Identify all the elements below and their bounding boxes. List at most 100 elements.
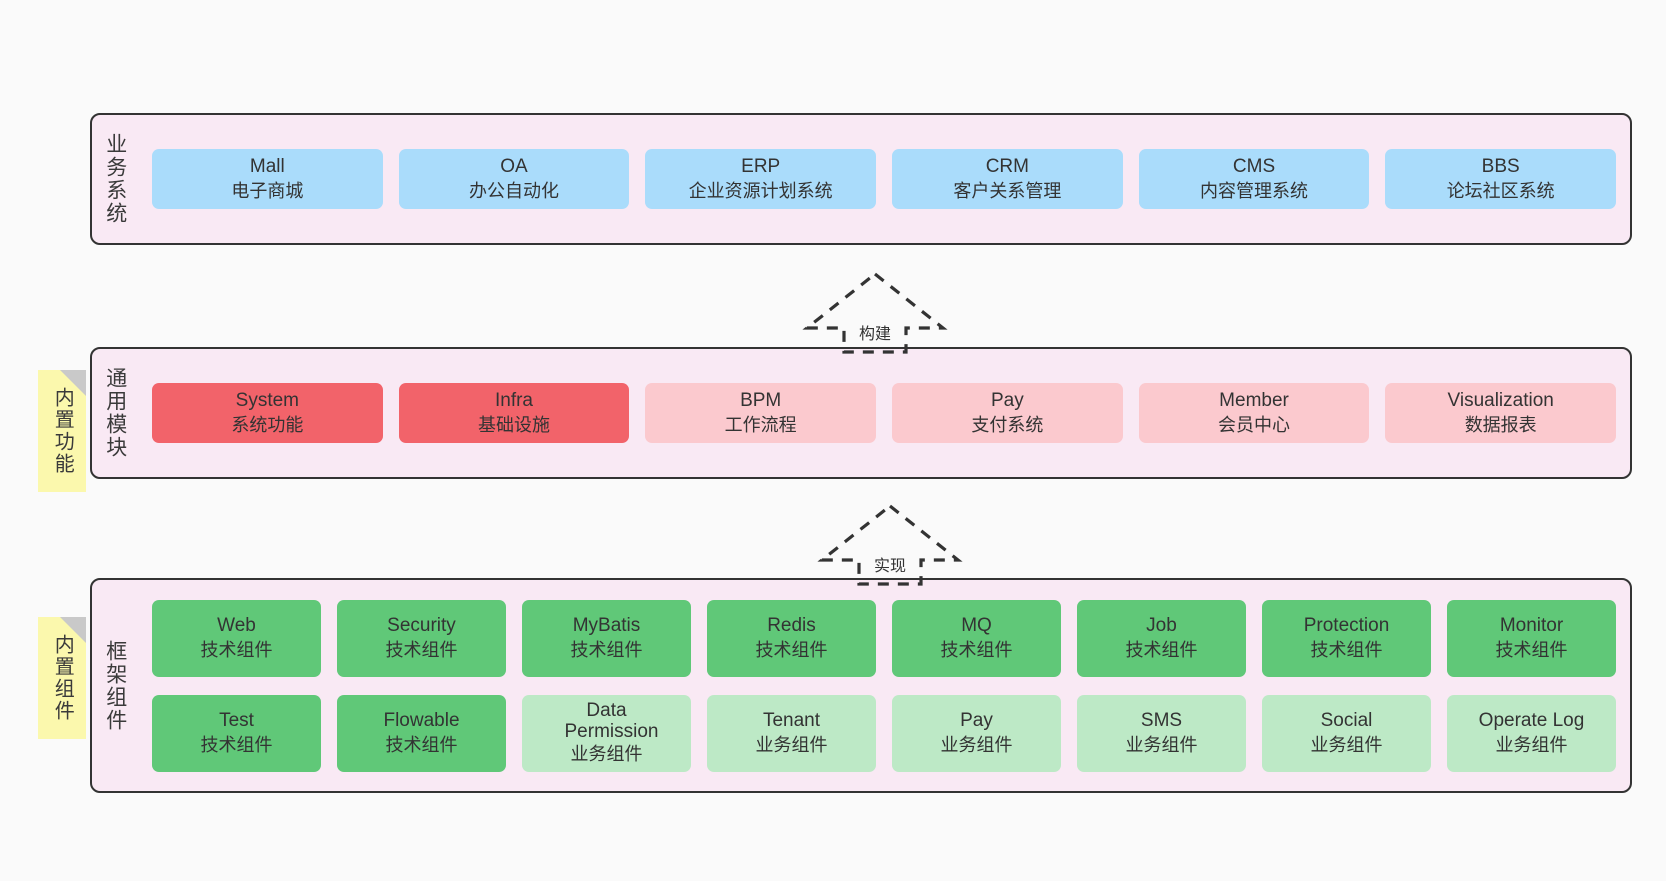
card-subtitle: 会员中心: [1218, 414, 1291, 435]
layer-body-business-systems: Mall 电子商城 OA 办公自动化 ERP 企业资源计划系统 CRM 客户关系…: [138, 115, 1630, 243]
card-subtitle: 技术组件: [570, 639, 643, 660]
card-subtitle: 技术组件: [385, 734, 458, 755]
card-crm[interactable]: CRM 客户关系管理: [892, 149, 1123, 209]
card-operate-log[interactable]: Operate Log 业务组件: [1447, 694, 1616, 772]
card-subtitle: 支付系统: [971, 414, 1044, 435]
card-web[interactable]: Web 技术组件: [152, 599, 321, 677]
card-title: CMS: [1232, 156, 1276, 178]
card-title: Flowable: [383, 710, 460, 732]
card-monitor[interactable]: Monitor 技术组件: [1447, 599, 1616, 677]
card-oa[interactable]: OA 办公自动化: [398, 149, 630, 209]
card-bpm[interactable]: BPM 工作流程: [645, 383, 877, 443]
card-social[interactable]: Social 业务组件: [1262, 694, 1431, 772]
card-cms[interactable]: CMS 内容管理系统: [1138, 149, 1370, 209]
card-subtitle: 技术组件: [940, 639, 1013, 660]
card-row: System 系统功能 Infra 基础设施 BPM 工作流程 Pay 支付系统…: [152, 383, 1617, 443]
connector-build-label: 构建: [858, 326, 892, 343]
card-subtitle: 客户关系管理: [953, 180, 1062, 201]
card-protection[interactable]: Protection 技术组件: [1262, 599, 1431, 677]
card-title: Monitor: [1499, 615, 1564, 637]
card-title: System: [235, 390, 300, 412]
card-subtitle: 企业资源计划系统: [688, 180, 833, 201]
card-job[interactable]: Job 技术组件: [1077, 599, 1246, 677]
folded-corner-icon: [60, 370, 86, 396]
sticky-note-label: 内置功能: [51, 387, 74, 475]
layer-business-systems: 业务系统 Mall 电子商城 OA 办公自动化 ERP 企业资源计划系统 CRM…: [90, 113, 1632, 245]
card-test[interactable]: Test 技术组件: [152, 694, 321, 772]
card-visualization[interactable]: Visualization 数据报表: [1385, 383, 1617, 443]
card-title: Test: [219, 710, 254, 732]
card-title: Redis: [767, 615, 816, 637]
card-subtitle: 业务组件: [1310, 734, 1383, 755]
card-data-permission[interactable]: Data Permission 业务组件: [522, 694, 691, 772]
card-title: ERP: [741, 156, 781, 178]
layer-framework-components: 框架组件 Web 技术组件 Security 技术组件 MyBatis 技术组件…: [90, 578, 1632, 793]
card-subtitle: 办公自动化: [469, 180, 559, 201]
card-pay[interactable]: Pay 支付系统: [892, 383, 1123, 443]
card-title: Operate Log: [1478, 710, 1585, 732]
card-flowable[interactable]: Flowable 技术组件: [337, 694, 506, 772]
card-mall[interactable]: Mall 电子商城: [152, 149, 383, 209]
folded-corner-icon: [60, 617, 86, 643]
card-subtitle: 技术组件: [755, 639, 828, 660]
sticky-note-label: 内置组件: [51, 634, 74, 722]
card-system[interactable]: System 系统功能: [152, 383, 383, 443]
card-title: Pay: [960, 710, 993, 732]
card-title: Social: [1320, 710, 1373, 732]
layer-body-framework-components: Web 技术组件 Security 技术组件 MyBatis 技术组件 Redi…: [138, 580, 1630, 791]
card-subtitle: 数据报表: [1464, 414, 1537, 435]
card-title: Security: [387, 615, 456, 637]
sticky-note-builtin-features: 内置功能: [38, 370, 86, 492]
card-bbs[interactable]: BBS 论坛社区系统: [1385, 149, 1617, 209]
card-title: Visualization: [1447, 390, 1554, 412]
card-security[interactable]: Security 技术组件: [337, 599, 506, 677]
connector-implement: 实现: [815, 500, 965, 588]
card-title: Data Permission: [564, 699, 659, 743]
card-subtitle: 技术组件: [1495, 639, 1568, 660]
sticky-note-builtin-components: 内置组件: [38, 617, 86, 739]
card-erp[interactable]: ERP 企业资源计划系统: [645, 149, 877, 209]
card-title: CRM: [985, 156, 1029, 178]
card-title: SMS: [1140, 710, 1183, 732]
card-subtitle: 电子商城: [231, 180, 304, 201]
card-row: Test 技术组件 Flowable 技术组件 Data Permission …: [152, 694, 1616, 772]
card-title: Job: [1146, 615, 1177, 637]
card-subtitle: 技术组件: [200, 734, 273, 755]
card-title: Pay: [990, 390, 1024, 412]
card-row: Mall 电子商城 OA 办公自动化 ERP 企业资源计划系统 CRM 客户关系…: [152, 149, 1617, 209]
card-subtitle: 业务组件: [940, 734, 1013, 755]
card-mq[interactable]: MQ 技术组件: [892, 599, 1061, 677]
card-subtitle: 业务组件: [1125, 734, 1198, 755]
card-title: Mall: [249, 156, 285, 178]
card-member[interactable]: Member 会员中心: [1138, 383, 1370, 443]
connector-implement-label: 实现: [873, 558, 907, 575]
connector-build: 构建: [800, 268, 950, 356]
card-subtitle: 技术组件: [1125, 639, 1198, 660]
card-title: Tenant: [762, 710, 821, 732]
card-infra[interactable]: Infra 基础设施: [398, 383, 630, 443]
card-title: Web: [217, 615, 256, 637]
card-subtitle: 技术组件: [1310, 639, 1383, 660]
card-subtitle: 系统功能: [231, 414, 304, 435]
card-sms[interactable]: SMS 业务组件: [1077, 694, 1246, 772]
card-pay-component[interactable]: Pay 业务组件: [892, 694, 1061, 772]
card-title: MyBatis: [572, 615, 641, 637]
card-subtitle: 技术组件: [200, 639, 273, 660]
layer-common-modules: 通用模块 System 系统功能 Infra 基础设施 BPM 工作流程 Pay…: [90, 347, 1632, 479]
card-title: BPM: [740, 390, 782, 412]
card-redis[interactable]: Redis 技术组件: [707, 599, 876, 677]
card-tenant[interactable]: Tenant 业务组件: [707, 694, 876, 772]
card-subtitle: 业务组件: [570, 744, 643, 765]
card-subtitle: 工作流程: [724, 414, 797, 435]
layer-title-business-systems: 业务系统: [103, 133, 127, 225]
card-row: Web 技术组件 Security 技术组件 MyBatis 技术组件 Redi…: [152, 599, 1616, 677]
layer-title-common-modules: 通用模块: [103, 367, 127, 459]
card-subtitle: 业务组件: [1495, 734, 1568, 755]
card-subtitle: 基础设施: [478, 414, 550, 435]
card-title: Member: [1219, 390, 1289, 412]
layer-title-framework-components: 框架组件: [103, 639, 127, 732]
card-title: MQ: [961, 615, 992, 637]
card-mybatis[interactable]: MyBatis 技术组件: [522, 599, 691, 677]
card-title: BBS: [1481, 156, 1520, 178]
